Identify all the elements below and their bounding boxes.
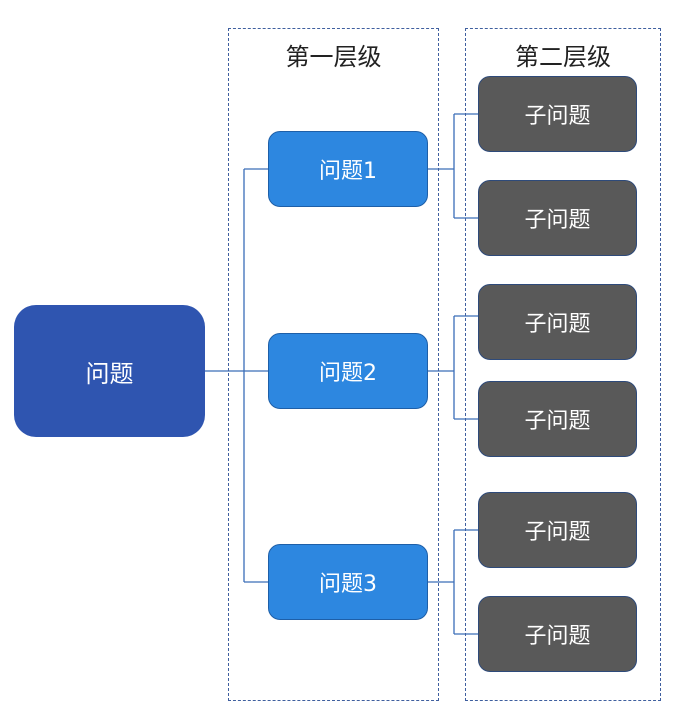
root-node-label: 问题	[85, 359, 134, 388]
level2-node-3[interactable]: 子问题	[478, 284, 637, 360]
level1-node-label: 问题2	[319, 361, 377, 386]
level2-node-label: 子问题	[524, 208, 591, 233]
level2-node-5[interactable]: 子问题	[478, 492, 637, 568]
level2-column-frame: 第二层级	[465, 28, 661, 701]
level2-node-label: 子问题	[524, 312, 591, 337]
level1-node-label: 问题1	[319, 159, 377, 184]
level2-node-label: 子问题	[524, 624, 591, 649]
level1-node-3[interactable]: 问题3	[268, 544, 428, 620]
level2-node-label: 子问题	[524, 520, 591, 545]
level2-node-1[interactable]: 子问题	[478, 76, 637, 152]
level2-node-2[interactable]: 子问题	[478, 180, 637, 256]
level2-node-label: 子问题	[524, 409, 591, 434]
level2-node-label: 子问题	[524, 104, 591, 129]
level1-column-title: 第一层级	[285, 43, 382, 71]
root-node[interactable]: 问题	[14, 305, 205, 437]
level1-node-label: 问题3	[319, 572, 377, 597]
level1-node-1[interactable]: 问题1	[268, 131, 428, 207]
level2-node-4[interactable]: 子问题	[478, 381, 637, 457]
level2-node-6[interactable]: 子问题	[478, 596, 637, 672]
level1-column-frame: 第一层级	[228, 28, 439, 701]
level1-node-2[interactable]: 问题2	[268, 333, 428, 409]
level2-column-title: 第二层级	[515, 43, 611, 71]
